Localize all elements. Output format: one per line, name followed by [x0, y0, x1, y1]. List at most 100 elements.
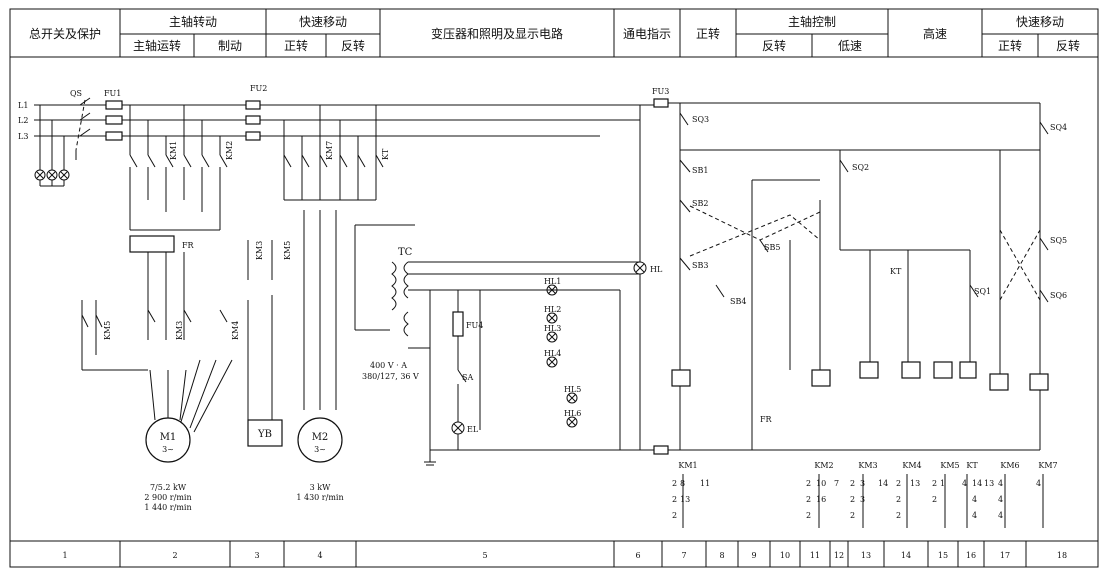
sb3-label: SB3 [692, 261, 708, 270]
footer-col-18: 18 [1057, 551, 1067, 560]
transformer-voltages: 380/127, 36 V [362, 372, 419, 381]
lamp-label-hl3: HL3 [544, 324, 561, 333]
km5-main-label: KM5 [103, 321, 112, 340]
ct-cell: 2 [672, 495, 677, 504]
control-circuit: FU3 SQ3 SB1 SB2 SB3 SB4 SB5 [620, 87, 1067, 455]
lamp-hl3: HL3 [544, 324, 561, 343]
km2-main-label: KM2 [225, 141, 234, 160]
qs-label: QS [70, 89, 82, 98]
ct-cell: 2 [896, 479, 901, 488]
footer-col-1: 1 [62, 551, 67, 560]
sb4-label: SB4 [730, 297, 746, 306]
sq3-label: SQ3 [692, 115, 709, 124]
line-l2-label: L2 [18, 116, 28, 125]
sb5-label: SB5 [764, 243, 780, 252]
motor-m1-rating: 7/5.2 kW [150, 483, 187, 492]
line-l3-label: L3 [18, 132, 28, 141]
ct-cell: 13 [984, 479, 994, 488]
lamp-hl5: HL5 [564, 385, 581, 404]
ct-header-km2: KM2 [814, 461, 833, 470]
footer-col-17: 17 [1000, 551, 1010, 560]
fu1-label: FU1 [104, 89, 121, 98]
coil-km7 [1029, 373, 1049, 391]
sq6-label: SQ6 [1050, 291, 1067, 300]
lamp-hl4: HL4 [544, 349, 561, 368]
ct-cell: 2 [806, 495, 811, 504]
ct-header-km3: KM3 [858, 461, 877, 470]
lamp-hl2: HL2 [544, 305, 561, 324]
header-spindle-run: 主轴运转 [133, 38, 181, 53]
ct-cell: 3 [860, 495, 865, 504]
ct-header-km7: KM7 [1038, 461, 1057, 470]
lamp-label-hl4: HL4 [544, 349, 561, 358]
coil-km1 [671, 369, 691, 387]
km4-main-label: KM4 [231, 321, 240, 340]
lamp-label-hl2: HL2 [544, 305, 561, 314]
ct-cell: 2 [850, 495, 855, 504]
motor-m2-rating: 3 kW [310, 483, 331, 492]
ct-cell: 2 [896, 511, 901, 520]
km7-main-label: KT [381, 148, 390, 160]
ct-header-kt: KT [966, 461, 978, 470]
km5-aux-label: KM5 [283, 241, 292, 260]
fu2-label: FU2 [250, 84, 267, 93]
ct-cell: 2 [932, 495, 937, 504]
footer-col-10: 10 [780, 551, 790, 560]
header-spindle-rotation: 主轴转动 [169, 14, 217, 29]
header-brake: 制动 [218, 39, 242, 53]
ct-cell: 7 [834, 479, 839, 488]
motor-m1-speed1: 2 900 r/min [144, 493, 191, 502]
coil-km5 [933, 361, 953, 379]
ct-cell: 4 [998, 479, 1003, 488]
km6-main-label: KM7 [325, 141, 334, 160]
ct-cell: 2 [850, 511, 855, 520]
lamp-hl1: HL1 [544, 277, 561, 296]
ct-cell: 2 [672, 511, 677, 520]
footer-col-2: 2 [172, 551, 177, 560]
fr-aux-label: FR [760, 415, 773, 424]
footer-col-3: 3 [254, 551, 259, 560]
kt-label: KT [890, 267, 902, 276]
power-circuit: L1 L2 L3 QS FU1 FU2 [18, 84, 655, 512]
header-forward: 正转 [696, 26, 720, 41]
footer-col-15: 15 [938, 551, 948, 560]
km3-main-label: KM3 [175, 321, 184, 340]
coil-km2 [811, 369, 831, 387]
motor-m1-phase: 3~ [162, 445, 174, 454]
ct-cell: 4 [998, 495, 1003, 504]
motor-m2-phase: 3~ [314, 445, 326, 454]
footer-col-6: 6 [635, 551, 640, 560]
ct-cell: 2 [932, 479, 937, 488]
coil-km4 [901, 361, 921, 379]
ct-cell: 4 [998, 511, 1003, 520]
ct-cell: 14 [972, 479, 982, 488]
header-main-switch: 总开关及保护 [29, 27, 101, 41]
header-labels: 总开关及保护 主轴转动 快速移动 变压器和照明及显示电路 通电指示 正转 主轴控… [29, 14, 1080, 53]
motor-m2 [297, 417, 343, 463]
header-high-speed: 高速 [923, 26, 947, 41]
fu3-label: FU3 [652, 87, 669, 96]
ct-cell: 4 [972, 495, 977, 504]
coil-kt [959, 361, 977, 379]
ct-header-km5: KM5 [940, 461, 959, 470]
ct-cell: 2 [806, 511, 811, 520]
header-fwd: 正转 [284, 38, 308, 53]
header-rev: 反转 [341, 38, 365, 53]
header-rapid-move: 快速移动 [299, 15, 347, 29]
km1-main-label: KM1 [169, 141, 178, 160]
footer-col-5: 5 [482, 551, 487, 560]
fu4-label: FU4 [466, 321, 483, 330]
sq5-label: SQ5 [1050, 236, 1067, 245]
km3-aux-label: KM3 [255, 241, 264, 260]
sb2-label: SB2 [692, 199, 708, 208]
sq4-label: SQ4 [1050, 123, 1067, 132]
hl-label: HL [650, 265, 663, 274]
motor-m1-name: M1 [160, 432, 177, 443]
header-low-speed: 低速 [838, 39, 862, 53]
ct-cell: 4 [962, 479, 967, 488]
ct-cell: 1 [940, 479, 945, 488]
footer-col-11: 11 [810, 551, 820, 560]
